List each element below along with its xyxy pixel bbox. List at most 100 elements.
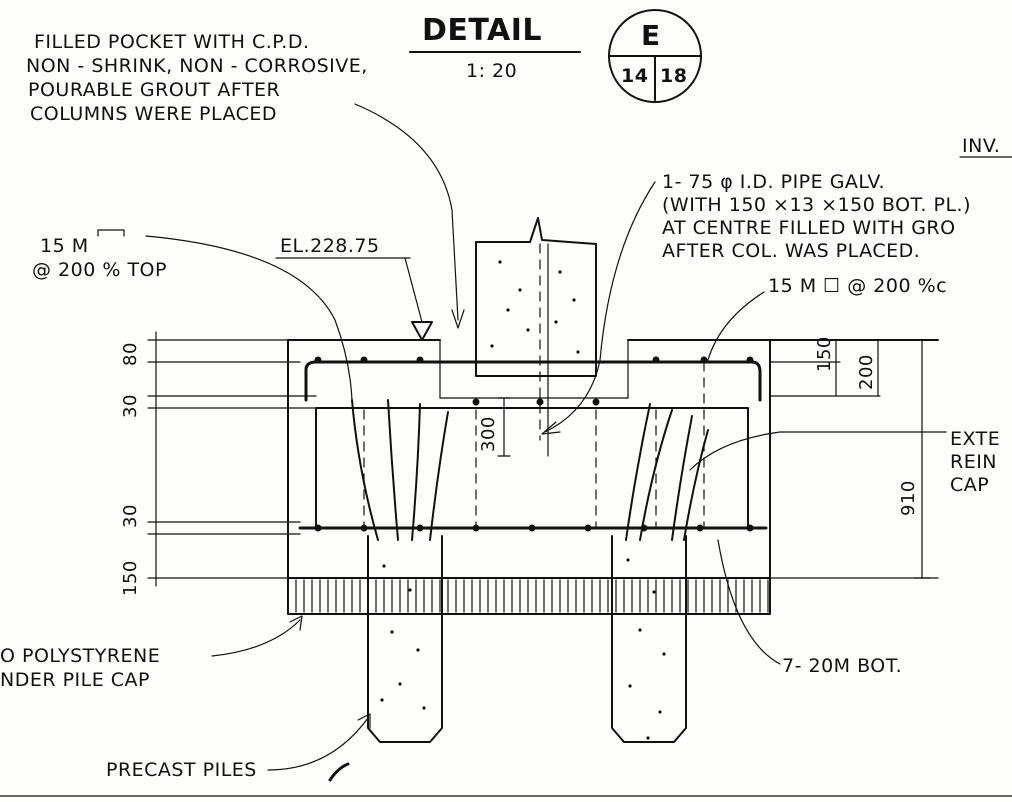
detail-title: DETAIL (422, 13, 542, 48)
leader-bottom-bars (717, 539, 781, 665)
speckle (408, 588, 412, 592)
note-polystyrene: O POLYSTYRENE NDER PILE CAP (0, 645, 160, 691)
speckle (518, 288, 522, 292)
rebar-dot (314, 524, 322, 532)
rebar-dot (528, 524, 536, 532)
arrowhead-pipe (541, 421, 561, 435)
sheet-number-left: 14 (621, 65, 648, 87)
rebar-dot (640, 524, 648, 532)
dim-150-right: 150 (814, 336, 835, 372)
rebar-dot (592, 398, 600, 406)
leader-polystyrene (211, 619, 301, 657)
rebar-dot (360, 356, 368, 364)
dim-150-left: 150 (120, 560, 141, 596)
speckle (498, 260, 502, 264)
bar-shape-symbol (97, 229, 125, 237)
dim-300: 300 (478, 416, 499, 452)
speckle (380, 698, 384, 702)
svg-text:O POLYSTYRENE: O POLYSTYRENE (0, 645, 160, 667)
pile-left (367, 535, 443, 743)
speckle (626, 558, 630, 562)
svg-text:NON - SHRINK, NON - CORROSIVE,: NON - SHRINK, NON - CORROSIVE, (26, 55, 368, 77)
dim-910: 910 (898, 480, 919, 516)
speckle (572, 298, 576, 302)
sheet-number-right: 18 (660, 65, 687, 87)
elevation-label: EL.228.75 (280, 235, 380, 257)
rebar-dot (746, 356, 754, 364)
dim-30-top: 30 (120, 394, 141, 418)
speckle (638, 628, 642, 632)
pen-mark (328, 762, 350, 782)
speckle (554, 320, 558, 324)
speckle (662, 652, 666, 656)
dimension-centre: 300 (478, 397, 511, 457)
leader-filled-pocket (354, 103, 459, 321)
leader-stirrup (707, 291, 765, 361)
speckle (652, 590, 656, 594)
rebar-dot (314, 356, 322, 364)
title-block: DETAIL 1: 20 E 14 18 (409, 9, 702, 103)
concrete-speckles (380, 260, 666, 740)
elevation-leader (404, 257, 423, 323)
rebar-dot (584, 524, 592, 532)
speckle (422, 706, 426, 710)
note-top-bars: 15 M @ 200 % TOP (32, 235, 167, 281)
rebar-dots (314, 356, 754, 532)
rebar-dot (700, 356, 708, 364)
arrowhead-filled-pocket (451, 309, 465, 329)
column (475, 217, 597, 457)
note-filled-pocket: FILLED POCKET WITH C.P.D. NON - SHRINK, … (26, 31, 368, 125)
svg-text:@ 200 % TOP: @ 200 % TOP (32, 259, 167, 281)
arrowhead-precast-piles (357, 713, 371, 729)
rebar-dot (416, 524, 424, 532)
speckle (658, 710, 662, 714)
stirrup-outline (315, 407, 749, 529)
leader-pipe (544, 181, 656, 433)
dimension-right: 150 200 910 (769, 336, 939, 579)
speckle (416, 648, 420, 652)
speckle (526, 328, 530, 332)
dimension-left: 80 30 30 150 (120, 331, 317, 596)
svg-text:CAP: CAP (950, 474, 989, 496)
rebar-dot (652, 356, 660, 364)
svg-text:EXTE: EXTE (950, 428, 1000, 450)
leader-top-bars (145, 235, 353, 401)
svg-text:AFTER COL. WAS PLACED.: AFTER COL. WAS PLACED. (662, 240, 920, 262)
svg-text:POURABLE GROUT AFTER: POURABLE GROUT AFTER (28, 79, 280, 101)
svg-text:1- 75 φ I.D. PIPE GALV.: 1- 75 φ I.D. PIPE GALV. (662, 171, 885, 193)
dim-200: 200 (856, 354, 877, 390)
arrowhead-polystyrene (289, 615, 303, 631)
svg-text:15 M: 15 M (40, 235, 89, 257)
svg-text:REIN: REIN (950, 451, 997, 473)
svg-text:COLUMNS WERE PLACED: COLUMNS WERE PLACED (30, 103, 277, 125)
speckle (576, 350, 580, 354)
pile-dowels (351, 399, 709, 541)
rebar-dot (472, 398, 480, 406)
rebar-dot (360, 524, 368, 532)
detail-scale: 1: 20 (466, 60, 517, 82)
leader-exterior (689, 431, 947, 471)
speckle (398, 682, 402, 686)
speckle (490, 344, 494, 348)
svg-text:(WITH 150 ×13 ×150 BOT. PL.): (WITH 150 ×13 ×150 BOT. PL.) (662, 194, 971, 216)
speckle (390, 630, 394, 634)
note-bottom-bars: 7- 20M BOT. (782, 655, 902, 677)
rebar-dot (536, 398, 544, 406)
detail-letter: E (641, 19, 661, 52)
rebar-dot (696, 524, 704, 532)
speckle (382, 564, 386, 568)
rebar-dot (416, 356, 424, 364)
pile-right (611, 535, 687, 743)
leader-precast-piles (267, 717, 369, 771)
svg-text:AT CENTRE FILLED WITH GRO: AT CENTRE FILLED WITH GRO (662, 217, 956, 239)
note-inv: INV. (962, 135, 1000, 157)
rebar-dot (746, 524, 754, 532)
rebar-dot (472, 524, 480, 532)
note-precast-piles: PRECAST PILES (106, 759, 257, 781)
svg-text:NDER PILE CAP: NDER PILE CAP (0, 669, 150, 691)
speckle (628, 684, 632, 688)
note-pipe: 1- 75 φ I.D. PIPE GALV. (WITH 150 ×13 ×1… (662, 171, 971, 262)
polystyrene-strip (287, 577, 771, 615)
